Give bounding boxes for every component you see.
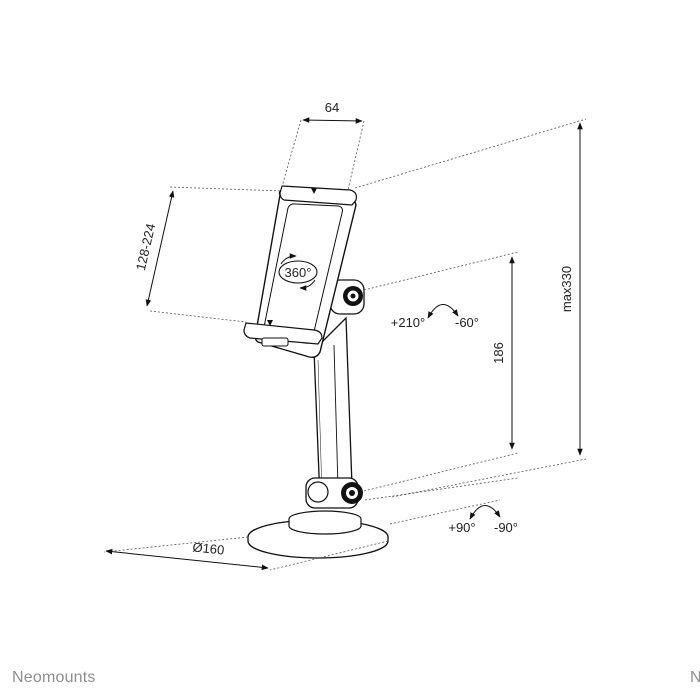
round-base [247,510,389,559]
stand-column [313,316,353,501]
lower-tilt-plus: +90° [448,520,475,535]
rotation-indicator: 360° [278,253,318,291]
lower-tilt-indicator: +90° -90° [448,505,518,535]
rotation-label: 360° [285,265,312,280]
brand-logo-text: Neomounts [12,669,96,686]
arm-height-label: 186 [491,342,506,364]
lower-hinge [305,477,363,509]
upper-tilt-minus: -60° [455,315,479,330]
clamp-span-label: 128-224 [133,222,158,272]
arm-height-dimension: 186 [363,251,519,492]
depth-dimension: 64 [280,100,365,191]
clamp-span-dimension: 128-224 [133,186,283,323]
lower-tilt-minus: -90° [494,520,518,535]
upper-hinge [329,279,365,315]
depth-label: 64 [325,100,339,115]
edge-letter: N [690,669,700,686]
upper-tilt-indicator: +210° -60° [391,304,479,330]
max-height-label: max330 [559,266,574,312]
base-diameter-dimension: Ø160 [103,536,389,571]
max-height-dimension: max330 [354,118,587,498]
upper-tilt-plus: +210° [391,315,425,330]
base-diameter-label: Ø160 [192,539,225,557]
